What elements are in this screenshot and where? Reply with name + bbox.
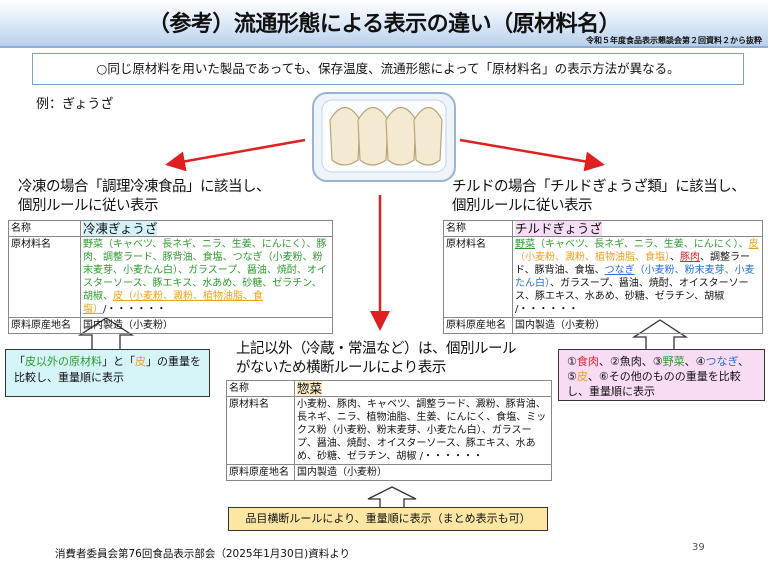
callout-text-segment: ① — [567, 355, 577, 368]
title-bar — [0, 0, 768, 48]
chilled-rule-callout: ①食肉、②魚肉、③野菜、④つなぎ、⑤皮、⑥その他のものの重量を比較し、重量順に表… — [558, 349, 765, 401]
ingredient-segment: /・・・・・・ — [103, 304, 167, 315]
ingredients-label: 原材料名 — [226, 396, 295, 465]
other-label-table: 名称惣菜 原材料名小麦粉、豚肉、キャベツ、調整ラード、澱粉、豚背油、長ネギ、ニラ… — [226, 380, 552, 481]
callout-text-segment: 、⑤ — [567, 355, 749, 383]
chilled-heading-line1: チルドの場合「チルドぎょうざ類」に該当し、 — [452, 179, 746, 195]
up-arrow-middle — [367, 486, 417, 508]
ingredient-segment: 野菜 — [515, 239, 535, 250]
ingredient-segment: 皮（小麦粉、澱粉、植物油脂、食塩） — [83, 291, 263, 315]
other-heading-line1: 上記以外（冷蔵・常温など）は、個別ルール — [236, 341, 517, 357]
ingredients-label: 原材料名 — [8, 236, 81, 318]
other-heading: 上記以外（冷蔵・常温など）は、個別ルール がないため横断ルールにより表示 — [236, 340, 517, 378]
arrow-to-frozen — [165, 138, 306, 172]
origin-label: 原料原産地名 — [443, 317, 513, 334]
slide-title: （参考）流通形態による表示の違い（原材料名） — [147, 12, 621, 37]
footer-source: 消費者委員会第76回食品表示部会（2025年1月30日)資料より — [55, 548, 351, 560]
ingredient-segment: 、ガラスープ、醤油、焼酎、オイスターソース、豚エキス、水あめ、砂糖、ゼラチン、胡… — [515, 278, 749, 315]
callout-text-segment: 食肉 — [576, 355, 599, 368]
frozen-label-table: 名称冷凍ぎょうざ 原材料名野菜（キャベツ、長ネギ、ニラ、生姜、にんにく）、豚肉、… — [8, 220, 333, 334]
example-label: 例：ぎょうざ — [36, 97, 114, 112]
origin-value: 国内製造（小麦粉） — [294, 464, 552, 481]
page-number: 39 — [692, 542, 705, 553]
origin-label: 原料原産地名 — [8, 317, 81, 334]
origin-value: 国内製造（小麦粉） — [80, 317, 333, 334]
name-label: 名称 — [443, 220, 513, 237]
gyoza-tray-image — [312, 92, 456, 182]
callout-text-segment: 」と「 — [102, 355, 135, 368]
ingredient-segment: （小麦粉、粉末麦芽、小麦たん白） — [515, 265, 755, 289]
callout-text-segment: 皮 — [576, 370, 588, 383]
ingredient-segment: （キャベツ、長ネギ、ニラ、生姜、にんにく）、 — [535, 239, 749, 250]
ingredients-list: 小麦粉、豚肉、キャベツ、調整ラード、澱粉、豚背油、長ネギ、ニラ、植物油脂、生姜、… — [294, 396, 552, 465]
ingredient-segment: （小麦粉、澱粉、植物油脂、食塩） — [515, 252, 670, 263]
other-rule-callout: 品目横断ルールにより、重量順に表示（まとめ表示も可） — [228, 507, 548, 531]
product-name-text: チルドぎょうざ — [515, 221, 602, 236]
callout-text-segment: 「 — [14, 355, 25, 368]
callout-text-segment: 皮 — [135, 355, 146, 368]
ingredient-segment: つなぎ — [604, 265, 635, 276]
ingredients-list: 野菜（キャベツ、長ネギ、ニラ、生姜、にんにく）、皮 （小麦粉、澱粉、植物油脂、食塩… — [512, 236, 763, 318]
origin-value: 国内製造（小麦粉） — [512, 317, 763, 334]
callout-text-segment: 、④ — [684, 355, 706, 368]
callout-text-segment: 皮以外の原材料 — [25, 355, 102, 368]
summary-box: ○同じ原材料を用いた製品であっても、保存温度、流通形態によって「原材料名」の表示… — [32, 53, 744, 85]
callout-text-segment: 」の重量を比較し、重量順に表示 — [14, 355, 201, 384]
other-heading-line2: がないため横断ルールにより表示 — [236, 360, 446, 376]
chilled-label-table: 名称チルドぎょうざ 原材料名野菜（キャベツ、長ネギ、ニラ、生姜、にんにく）、皮 （… — [443, 220, 763, 334]
product-name: 惣菜 — [294, 380, 552, 397]
chilled-heading: チルドの場合「チルドぎょうざ類」に該当し、 個別ルールに従い表示 — [452, 178, 746, 216]
arrow-to-chilled — [459, 138, 605, 172]
ingredient-segment: 、調整ラード、豚背油、食塩、 — [515, 252, 750, 276]
ingredient-segment: 豚肉 — [680, 252, 700, 263]
callout-text-segment: 、②魚肉、③ — [598, 355, 663, 368]
callout-text-segment: 、⑥その他のものの重量を比較し、重量順に表示 — [567, 370, 741, 398]
source-note: 令和５年度食品表示懇談会第２回資料２から抜粋 — [586, 36, 762, 45]
ingredient-segment: 、 — [670, 252, 680, 263]
origin-label: 原料原産地名 — [226, 464, 295, 481]
product-name-text: 惣菜 — [297, 381, 323, 396]
frozen-heading-line2: 個別ルールに従い表示 — [18, 198, 159, 214]
ingredients-list: 野菜（キャベツ、長ネギ、ニラ、生姜、にんにく）、豚肉、調整ラード、豚背油、食塩、… — [80, 236, 333, 318]
name-label: 名称 — [8, 220, 81, 237]
ingredient-segment: 野菜（キャベツ、長ネギ、ニラ、生姜、にんにく）、豚肉、調整ラード、豚背油、食塩、… — [83, 239, 327, 302]
ingredient-segment: 皮 — [748, 239, 759, 250]
name-label: 名称 — [226, 380, 295, 397]
product-name-text: 冷凍ぎょうざ — [83, 221, 158, 236]
frozen-heading: 冷凍の場合「調理冷凍食品」に該当し、 個別ルールに従い表示 — [18, 178, 271, 216]
callout-text-segment: 野菜 — [662, 355, 685, 368]
frozen-heading-line1: 冷凍の場合「調理冷凍食品」に該当し、 — [18, 179, 271, 195]
callout-text-segment: つなぎ — [705, 355, 738, 368]
chilled-heading-line2: 個別ルールに従い表示 — [452, 198, 593, 214]
frozen-rule-callout: 「皮以外の原材料」と「皮」の重量を比較し、重量順に表示 — [5, 349, 210, 397]
ingredients-label: 原材料名 — [443, 236, 513, 318]
product-name: 冷凍ぎょうざ — [80, 220, 333, 237]
product-name: チルドぎょうざ — [512, 220, 763, 237]
